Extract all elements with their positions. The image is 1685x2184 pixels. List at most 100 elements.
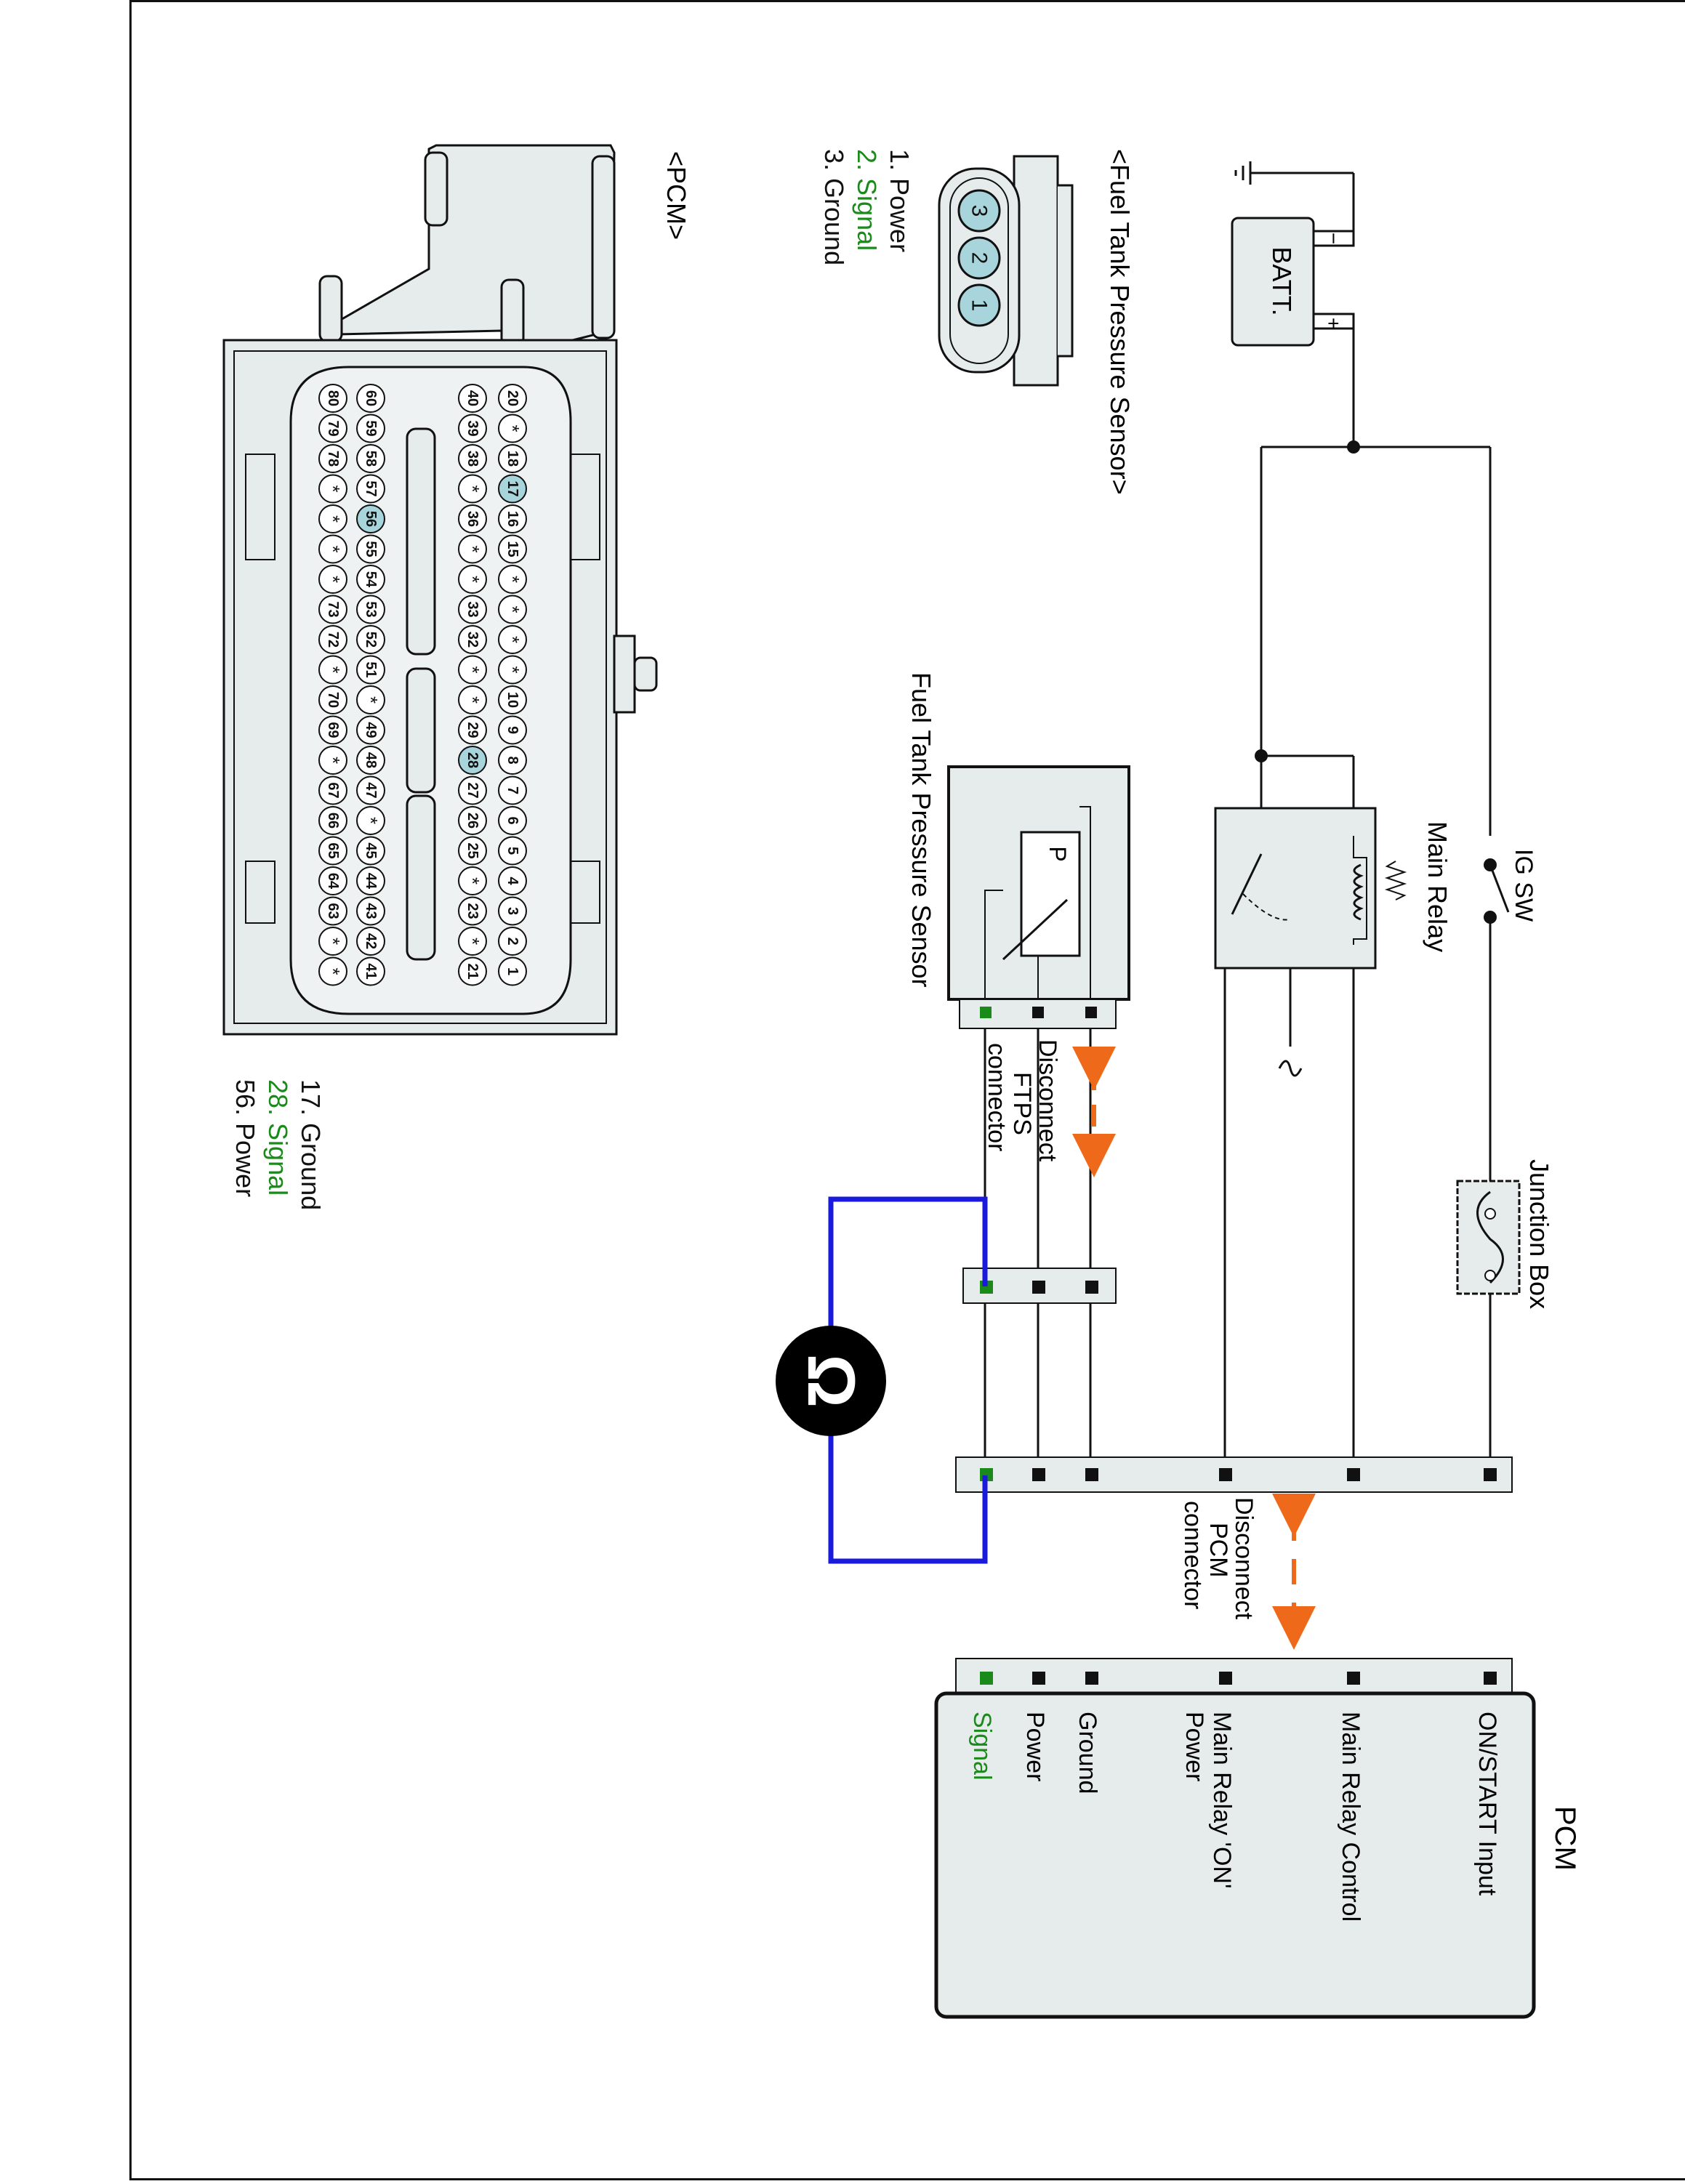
pcm-pin-number: 39 (465, 420, 480, 436)
pcm-pin (498, 444, 527, 473)
pcm-disconnect-line3: connector (1179, 1501, 1207, 1609)
battery-minus-label: − (1322, 233, 1345, 244)
pcm-pin-number: 53 (363, 601, 379, 617)
ftps-legend-item: 2. Signal (852, 149, 882, 251)
pcm-pin (356, 775, 385, 805)
pcm-pin-grid: 20*18171615****10987654321403938*36**333… (318, 384, 527, 986)
main-relay: Main Relay (1214, 807, 1452, 970)
pcm-pin-number: * (360, 817, 382, 824)
pcm-pin-number: 40 (465, 390, 480, 406)
pcm-pin (318, 836, 347, 866)
pcm-pin (318, 414, 347, 443)
pcm-pin (318, 866, 347, 895)
ftps-disconnect-line2: FTPS (1008, 1072, 1036, 1135)
pcm-pin (356, 836, 385, 866)
pcm-pin (458, 896, 487, 926)
pcm-pin (498, 927, 527, 956)
pcm-pin (356, 806, 385, 835)
ground-icon (1234, 161, 1252, 185)
pcm-pin (498, 775, 527, 805)
pcm-disconnect-line2: PCM (1205, 1523, 1232, 1578)
ftps-component: P Fuel Tank Pressure Sensor (906, 672, 1130, 1029)
pcm-pin (498, 746, 527, 775)
pcm-pin (498, 715, 527, 745)
pcm-pin-number: 26 (465, 813, 480, 829)
pcm-pin-number: * (462, 696, 483, 704)
pcm-pin (458, 474, 487, 504)
pcm-pin (458, 956, 487, 986)
pcm-pin-number: 70 (325, 692, 341, 708)
ig-switch-label: IG SW (1510, 849, 1537, 922)
pcm-pin (458, 655, 487, 685)
wiring (984, 172, 1492, 1468)
junction-box-label: Junction Box (1524, 1159, 1554, 1309)
pcm-pin-number: 45 (363, 842, 379, 858)
pcm-pin (318, 775, 347, 805)
ftps-legend-item: 3. Ground (819, 149, 849, 265)
pcm-pin (458, 836, 487, 866)
pcm-pin-number: * (502, 666, 523, 673)
pcm-pin (356, 414, 385, 443)
pcm-pin-number: 18 (504, 451, 520, 467)
ftps-pin-circles: 321 (957, 189, 1001, 327)
pcm-pin (318, 534, 347, 564)
pcm-pin-number: 3 (504, 907, 520, 915)
pcm-connector-view-title: <PCM> (661, 151, 691, 240)
pcm-pin-number: 2 (504, 937, 520, 945)
pcm-pin (458, 625, 487, 654)
pcm-pin (356, 896, 385, 926)
pcm-pin (458, 715, 487, 745)
pcm-pin (498, 384, 527, 413)
page-border (129, 0, 1685, 2180)
pcm-pin (458, 595, 487, 624)
ftps-component-label: Fuel Tank Pressure Sensor (906, 672, 936, 988)
pcm-pin (458, 414, 487, 443)
pcm-pin (458, 927, 487, 956)
pcm-pin (458, 565, 487, 594)
pcm-pin (458, 534, 487, 564)
pcm-pin (318, 655, 347, 685)
pcm-disconnect-annotation: Disconnect PCM connector (1179, 1494, 1316, 1650)
pcm-pin-number: * (462, 485, 483, 492)
pcm-pin (458, 504, 487, 533)
ftps-disconnect-line1: Disconnect (1034, 1039, 1061, 1162)
pcm-pin (356, 685, 385, 714)
ftps-disconnect-annotation: Disconnect FTPS connector (983, 1039, 1116, 1177)
pcm-pin-number: 55 (363, 541, 379, 557)
pcm-pin-number: 73 (325, 601, 341, 617)
pcm-pin (356, 474, 385, 504)
pcm-legend-item: 56. Power (230, 1079, 260, 1197)
pcm-pin-number: 51 (363, 661, 379, 677)
pcm-pin-number: 64 (325, 873, 341, 890)
pcm-pin-number: 36 (465, 511, 480, 527)
pcm-pin-number: 5 (504, 847, 520, 855)
pcm-pin-number: 16 (504, 511, 520, 527)
pcm-pin-number: 72 (325, 632, 341, 648)
pcm-pin (356, 625, 385, 654)
pcm-pin-number: 57 (363, 480, 379, 496)
ftps-symbol: P (1045, 846, 1071, 861)
pcm-pin-number: 42 (363, 933, 379, 949)
pcm-pin (318, 685, 347, 714)
pcm-pin-number: 59 (363, 420, 379, 436)
pcm-pin-label: Signal (968, 1712, 996, 1781)
pcm-pin-number: 23 (465, 903, 480, 919)
pcm-pin-number: * (322, 757, 344, 764)
pcm-pin-number: 28 (465, 752, 480, 768)
pcm-pin-label-line2: Power (1181, 1712, 1208, 1781)
pcm-pin-number: 33 (465, 601, 480, 617)
pcm-pin-number: 63 (325, 903, 341, 919)
pcm-pin (356, 595, 385, 624)
pcm-pin (356, 715, 385, 745)
pcm-pin (458, 746, 487, 775)
pcm-pin-number: * (462, 545, 483, 552)
pcm-legend-item: 28. Signal (263, 1079, 293, 1196)
ftps-connector-view: <Fuel Tank Pressure Sensor> 321 1. Power… (819, 149, 1135, 495)
pcm-pin (498, 806, 527, 835)
pcm-pin (498, 655, 527, 685)
pcm-pin (498, 414, 527, 443)
battery-label: BATT. (1267, 246, 1297, 315)
pcm-pin (458, 806, 487, 835)
ftps-legend-item: 1. Power (885, 149, 914, 252)
